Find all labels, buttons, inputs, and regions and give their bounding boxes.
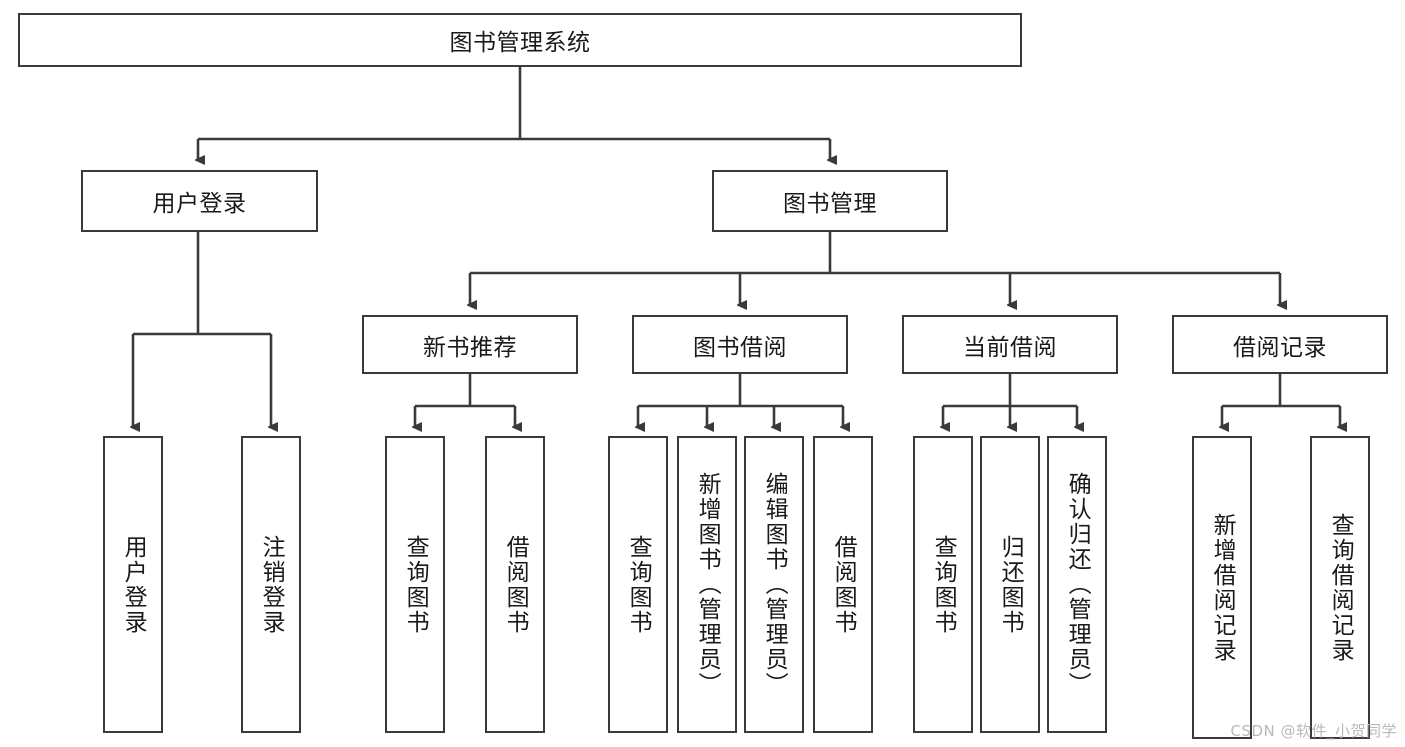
leaf-user-login-signout[interactable]: 注销登录 (241, 436, 301, 733)
node-label: 用户登录 (120, 534, 147, 635)
leaf-borrow-record-query[interactable]: 查询借阅记录 (1310, 436, 1370, 739)
leaf-current-borrow-return[interactable]: 归还图书 (980, 436, 1040, 733)
node-label: 借阅记录 (1233, 334, 1327, 361)
node-current-borrow[interactable]: 当前借阅 (902, 315, 1118, 374)
leaf-current-borrow-query[interactable]: 查询图书 (913, 436, 973, 733)
node-label: 借阅图书 (830, 534, 857, 635)
node-label: 查询图书 (402, 534, 429, 635)
node-new-book-recommend[interactable]: 新书推荐 (362, 315, 578, 374)
node-label: 归还图书 (997, 534, 1024, 635)
node-label: 用户登录 (152, 191, 247, 217)
node-label: 图书管理 (783, 191, 877, 217)
node-label: 查询图书 (625, 534, 652, 635)
leaf-new-book-borrow[interactable]: 借阅图书 (485, 436, 545, 733)
leaf-book-borrow-edit[interactable]: 编辑图书（管理员） (744, 436, 804, 733)
node-label: 新增图书（管理员） (694, 472, 721, 697)
node-label: 借阅图书 (502, 534, 529, 635)
node-label: 图书借阅 (693, 334, 787, 361)
leaf-book-borrow-lend[interactable]: 借阅图书 (813, 436, 873, 733)
node-label: 新书推荐 (423, 334, 517, 361)
node-borrow-record[interactable]: 借阅记录 (1172, 315, 1388, 374)
node-book-management[interactable]: 图书管理 (712, 170, 948, 232)
node-label: 确认归还（管理员） (1064, 472, 1091, 697)
node-label: 注销登录 (258, 534, 285, 635)
leaf-user-login-signin[interactable]: 用户登录 (103, 436, 163, 733)
leaf-current-borrow-confirm[interactable]: 确认归还（管理员） (1047, 436, 1107, 733)
node-label: 查询图书 (930, 534, 957, 635)
node-root-system[interactable]: 图书管理系统 (18, 13, 1022, 67)
node-book-borrow[interactable]: 图书借阅 (632, 315, 848, 374)
leaf-borrow-record-add[interactable]: 新增借阅记录 (1192, 436, 1252, 739)
watermark-text: CSDN @软件_小贺同学 (1230, 722, 1397, 740)
node-user-login[interactable]: 用户登录 (81, 170, 318, 232)
leaf-book-borrow-query[interactable]: 查询图书 (608, 436, 668, 733)
node-label: 图书管理系统 (449, 30, 591, 56)
leaf-book-borrow-add[interactable]: 新增图书（管理员） (677, 436, 737, 733)
leaf-new-book-query[interactable]: 查询图书 (385, 436, 445, 733)
node-label: 当前借阅 (963, 334, 1057, 361)
node-label: 编辑图书（管理员） (761, 472, 788, 697)
node-label: 新增借阅记录 (1209, 512, 1236, 663)
node-label: 查询借阅记录 (1327, 512, 1354, 663)
